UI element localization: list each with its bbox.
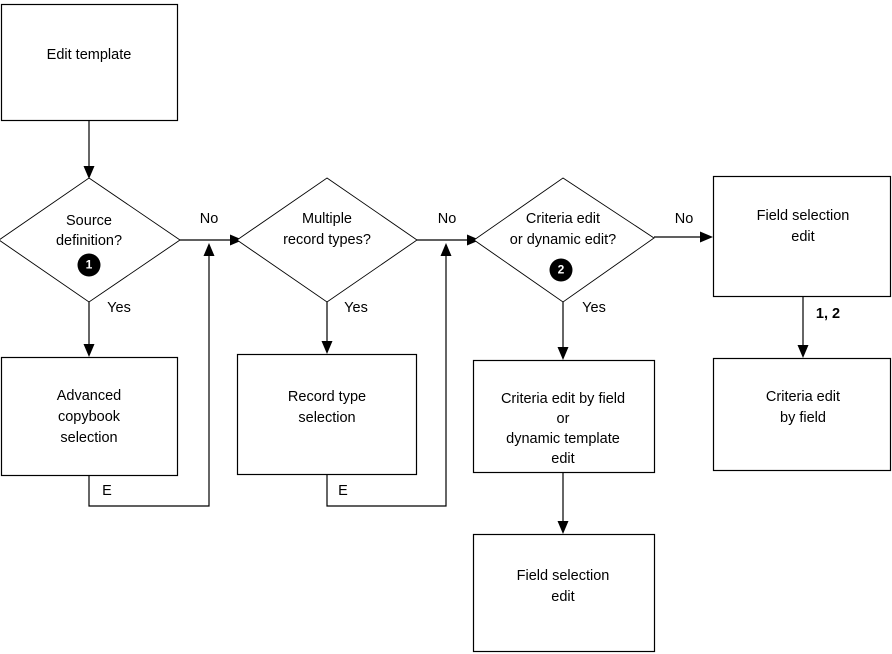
node-criteria-edit-by-field-right-label-line2: by field — [780, 410, 826, 426]
node-field-selection-edit-right-label-line2: edit — [791, 229, 814, 245]
node-criteria-edit-dynamic-label-line1: Criteria edit by field — [501, 391, 625, 407]
edge-multiple-yes-to-record-type-selection — [321, 301, 333, 354]
edge-criteria-edit-box-to-field-selection-edit-middle — [557, 472, 569, 534]
node-edit-template-label: Edit template — [47, 47, 132, 63]
node-source-definition-decision[interactable]: Source definition? 1 — [0, 177, 181, 303]
node-criteria-or-dynamic-decision[interactable]: Criteria edit or dynamic edit? 2 — [473, 177, 655, 303]
node-record-type-selection-label-line1: Record type — [288, 389, 366, 405]
edge-label-e-1: E — [102, 483, 112, 499]
node-field-selection-edit-right[interactable]: Field selection edit — [712, 175, 892, 298]
edge-label-yes-3: Yes — [582, 300, 606, 316]
edge-criteria-no-to-field-selection-edit-right — [654, 231, 713, 243]
badge-one-icon — [77, 253, 101, 277]
node-source-definition-label-line1: Source — [66, 213, 112, 229]
node-record-type-selection[interactable]: Record type selection — [236, 353, 418, 476]
node-criteria-edit-dynamic-label-line4: edit — [551, 451, 574, 467]
node-advanced-copybook-selection[interactable]: Advanced copybook selection — [0, 356, 179, 477]
edge-criteria-yes-to-criteria-edit-box — [557, 301, 569, 360]
node-field-selection-edit-middle-label-line1: Field selection — [517, 568, 610, 584]
edge-multiple-no-to-criteria-or-dynamic — [417, 234, 480, 246]
node-criteria-or-dynamic-label-line1: Criteria edit — [526, 211, 600, 227]
node-multiple-record-types-label-line2: record types? — [283, 232, 371, 248]
edge-advanced-copybook-e-loop — [88, 243, 215, 507]
node-criteria-or-dynamic-label-line2: or dynamic edit? — [510, 232, 616, 248]
edge-label-yes-1: Yes — [107, 300, 131, 316]
badge-one-label: 1 — [86, 258, 93, 272]
node-criteria-edit-dynamic-label-line2: or — [557, 411, 570, 427]
node-multiple-record-types-decision[interactable]: Multiple record types? — [236, 177, 418, 303]
edge-label-one-two: 1, 2 — [816, 306, 840, 322]
edge-source-no-to-multiple-record-types — [180, 234, 243, 246]
edge-label-yes-2: Yes — [344, 300, 368, 316]
badge-two-label: 2 — [558, 263, 565, 277]
edge-edit-template-to-source-definition — [83, 121, 95, 179]
node-criteria-edit-dynamic-label-line3: dynamic template — [506, 431, 620, 447]
node-criteria-edit-by-field-right[interactable]: Criteria edit by field — [712, 357, 892, 472]
node-field-selection-edit-middle-label-line2: edit — [551, 589, 574, 605]
badge-two-icon — [549, 258, 573, 282]
edge-label-no-2: No — [438, 211, 457, 227]
node-record-type-selection-label-line2: selection — [298, 410, 355, 426]
node-source-definition-label-line2: definition? — [56, 233, 122, 249]
node-criteria-edit-by-field-or-dynamic[interactable]: Criteria edit by field or dynamic templa… — [472, 359, 656, 474]
edge-label-no-3: No — [675, 211, 694, 227]
node-criteria-edit-by-field-right-label-line1: Criteria edit — [766, 389, 840, 405]
node-advanced-copybook-label-line2: copybook — [58, 409, 121, 425]
edge-label-no-1: No — [200, 211, 219, 227]
edge-field-selection-edit-to-criteria-edit-by-field — [797, 297, 809, 358]
node-field-selection-edit-right-label-line1: Field selection — [757, 208, 850, 224]
edge-label-e-2: E — [338, 483, 348, 499]
node-advanced-copybook-label-line3: selection — [60, 430, 117, 446]
edge-source-yes-to-advanced-copybook — [83, 301, 95, 357]
node-multiple-record-types-label-line1: Multiple — [302, 211, 352, 227]
node-advanced-copybook-label-line1: Advanced — [57, 388, 122, 404]
edge-record-type-selection-e-loop — [326, 243, 452, 507]
node-field-selection-edit-middle[interactable]: Field selection edit — [472, 533, 656, 653]
node-edit-template[interactable]: Edit template — [0, 3, 179, 122]
